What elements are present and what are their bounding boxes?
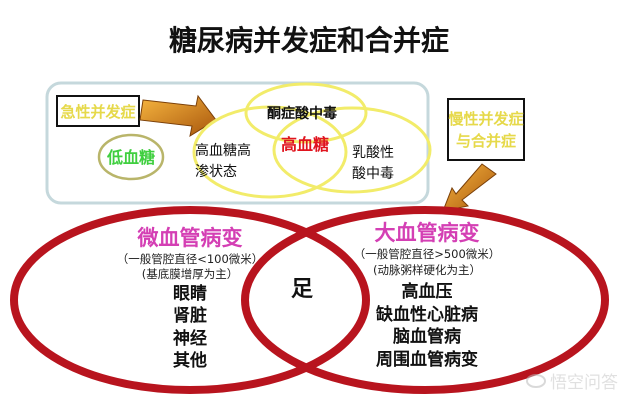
micro-title: 微血管病变 <box>137 226 243 250</box>
chronic-label-box <box>447 98 525 161</box>
hyperosmolar-label-2: 渗状态 <box>195 164 237 180</box>
macro-note-2: (动脉粥样硬化为主） <box>373 263 481 277</box>
list-item: 脑血管病 <box>393 326 461 347</box>
watermark: 悟空问答 <box>526 373 618 393</box>
hyperosmolar-label-1: 高血糖高 <box>195 142 251 159</box>
list-item: 神经 <box>173 328 207 349</box>
micro-note-2: (基底膜增厚为主） <box>142 267 239 281</box>
ketoacidosis-ellipse <box>244 82 368 144</box>
hyperosmolar-ellipse <box>192 105 348 199</box>
lactic-label-1: 乳酸性 <box>352 145 394 161</box>
list-item: 眼睛 <box>173 284 207 304</box>
hypoglycemia-ellipse <box>97 133 165 181</box>
lactic-label-2: 酸中毒 <box>352 166 394 182</box>
micro-ellipse <box>10 206 370 394</box>
hyperglycemia-label: 高血糖 <box>281 135 329 154</box>
hypoglycemia-label: 低血糖 <box>106 148 155 167</box>
arrow-icon <box>139 94 217 138</box>
macro-ellipse <box>241 206 609 394</box>
acute-label-box <box>56 95 140 127</box>
list-item: 高血压 <box>402 281 453 302</box>
chronic-label-2: 与合并症 <box>456 132 516 150</box>
list-item: 周围血管病变 <box>376 349 478 370</box>
watermark-text: 悟空问答 <box>550 373 618 393</box>
micro-items: 眼睛 肾脏 神经 其他 <box>173 284 207 371</box>
list-item: 缺血性心脏病 <box>376 304 478 325</box>
macro-note-1: （一般管腔直径>500微米） <box>354 247 501 261</box>
micro-note-1: （一般管腔直径<100微米） <box>117 252 264 266</box>
lactic-ellipse <box>272 106 432 194</box>
acute-label: 急性并发症 <box>60 103 135 121</box>
arrow-icon <box>442 163 497 212</box>
macro-title: 大血管病变 <box>375 221 480 245</box>
watermark-logo-icon <box>526 374 546 388</box>
foot-label: 足 <box>291 277 313 302</box>
list-item: 其他 <box>173 350 207 371</box>
page-title: 糖尿病并发症和合并症 <box>169 24 449 57</box>
macro-items: 高血压 缺血性心脏病 脑血管病 周围血管病变 <box>376 281 478 370</box>
chronic-label-1: 慢性并发症 <box>448 110 523 128</box>
ketoacidosis-label: 酮症酸中毒 <box>267 105 337 122</box>
list-item: 肾脏 <box>173 305 207 326</box>
